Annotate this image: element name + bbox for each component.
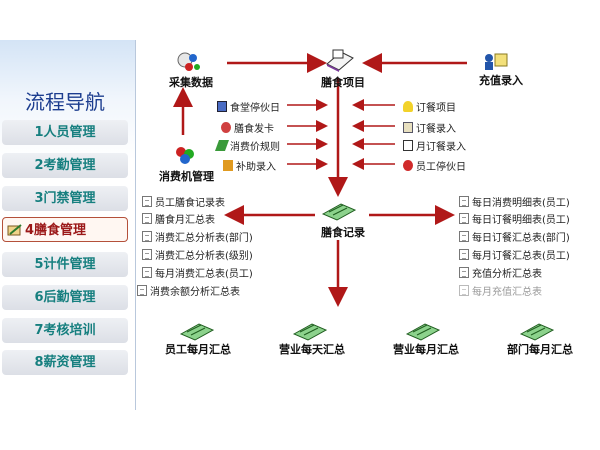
item-label: 补助录入 bbox=[236, 162, 276, 173]
navigation-sidebar: 流程导航 1人员管理 2考勤管理 3门禁管理 4膳食管理 5计件管理 6后勤管理… bbox=[0, 40, 136, 410]
report-label: 消费汇总分析表(级别) bbox=[155, 251, 253, 262]
calendar-icon bbox=[217, 101, 227, 112]
report-label: 每日消费明细表(员工) bbox=[472, 198, 570, 209]
nav-item-personnel[interactable]: 1人员管理 bbox=[2, 120, 128, 145]
bulb-icon bbox=[403, 101, 413, 112]
summary-business-monthly[interactable]: 营业每月汇总 bbox=[393, 343, 459, 356]
document-icon bbox=[142, 267, 152, 278]
item-canteen-closed-day[interactable]: 食堂停伙日 bbox=[217, 99, 280, 114]
collect-data-icon bbox=[177, 52, 200, 71]
report-label: 消费余额分析汇总表 bbox=[150, 287, 240, 298]
document-icon bbox=[459, 285, 469, 296]
puzzle-icon bbox=[223, 160, 233, 171]
summary-icon bbox=[179, 323, 215, 341]
report-consume-level[interactable]: 消费汇总分析表(级别) bbox=[142, 247, 253, 262]
node-consume-machine[interactable]: 消费机管理 bbox=[159, 170, 214, 183]
item-meal-card-issue[interactable]: 膳食发卡 bbox=[221, 120, 274, 135]
report-balance-analysis[interactable]: 消费余额分析汇总表 bbox=[137, 283, 240, 298]
report-daily-order-dept[interactable]: 每日订餐汇总表(部门) bbox=[459, 229, 570, 244]
document-icon bbox=[459, 231, 469, 242]
summary-dept-monthly[interactable]: 部门每月汇总 bbox=[507, 343, 573, 356]
report-label: 膳食月汇总表 bbox=[155, 215, 215, 226]
meal-record-icon bbox=[321, 203, 357, 221]
item-label: 食堂停伙日 bbox=[230, 103, 280, 114]
item-label: 膳食发卡 bbox=[234, 124, 274, 135]
summary-icon bbox=[405, 323, 441, 341]
report-label: 每月消费汇总表(员工) bbox=[155, 269, 253, 280]
report-meal-monthly[interactable]: 膳食月汇总表 bbox=[142, 211, 215, 226]
document-icon bbox=[142, 249, 152, 260]
nav-item-piecework[interactable]: 5计件管理 bbox=[2, 252, 128, 277]
nav-item-payroll[interactable]: 8薪资管理 bbox=[2, 350, 128, 375]
document-icon bbox=[459, 213, 469, 224]
report-label: 充值分析汇总表 bbox=[472, 269, 542, 280]
nav-item-attendance[interactable]: 2考勤管理 bbox=[2, 153, 128, 178]
report-label: 每日订餐明细表(员工) bbox=[472, 215, 570, 226]
item-label: 订餐录入 bbox=[416, 124, 456, 135]
report-monthly-consume-employee[interactable]: 每月消费汇总表(员工) bbox=[142, 265, 253, 280]
document-icon bbox=[459, 196, 469, 207]
item-label: 消费价规则 bbox=[230, 142, 280, 153]
nav-item-training[interactable]: 7考核培训 bbox=[2, 318, 128, 343]
node-recharge[interactable]: 充值录入 bbox=[479, 74, 523, 87]
report-label: 员工膳食记录表 bbox=[155, 198, 225, 209]
item-monthly-order-entry[interactable]: 月订餐录入 bbox=[403, 138, 466, 153]
report-employee-meal-record[interactable]: 员工膳食记录表 bbox=[142, 194, 225, 209]
recharge-icon bbox=[485, 53, 508, 70]
report-daily-consume-detail[interactable]: 每日消费明细表(员工) bbox=[459, 194, 570, 209]
item-order-entry[interactable]: 订餐录入 bbox=[403, 120, 456, 135]
summary-business-daily[interactable]: 营业每天汇总 bbox=[279, 343, 345, 356]
meal-project-icon bbox=[326, 49, 354, 72]
meal-card-icon bbox=[7, 224, 22, 236]
document-icon bbox=[142, 231, 152, 242]
document-icon bbox=[459, 267, 469, 278]
clipboard-icon bbox=[403, 140, 413, 151]
pencil-icon bbox=[214, 140, 230, 151]
consume-machine-icon bbox=[176, 147, 194, 164]
item-label: 订餐项目 bbox=[416, 103, 456, 114]
report-monthly-order-employee[interactable]: 每月订餐汇总表(员工) bbox=[459, 247, 570, 262]
flow-arrows bbox=[173, 53, 467, 307]
summary-icon bbox=[292, 323, 328, 341]
meal-flow-diagram: 采集数据 膳食项目 充值录入 消费机管理 食堂停伙日 膳食发卡 消费价规则 补助… bbox=[137, 40, 600, 410]
report-consume-dept[interactable]: 消费汇总分析表(部门) bbox=[142, 229, 253, 244]
item-label: 月订餐录入 bbox=[416, 142, 466, 153]
document-icon bbox=[459, 249, 469, 260]
report-label: 消费汇总分析表(部门) bbox=[155, 233, 253, 244]
nav-item-logistics[interactable]: 6后勤管理 bbox=[2, 285, 128, 310]
nav-item-meal-management[interactable]: 4膳食管理 bbox=[2, 217, 128, 242]
node-meal-project[interactable]: 膳食项目 bbox=[321, 76, 365, 89]
document-icon bbox=[137, 285, 147, 296]
nav-item-meal-label: 4膳食管理 bbox=[25, 223, 87, 238]
report-label: 每月充值汇总表 bbox=[472, 287, 542, 298]
node-collect-data[interactable]: 采集数据 bbox=[169, 76, 213, 89]
item-subsidy-entry[interactable]: 补助录入 bbox=[223, 158, 276, 173]
alarm-clock-icon bbox=[221, 122, 231, 133]
report-monthly-recharge: 每月充值汇总表 bbox=[459, 283, 542, 298]
report-recharge-analysis[interactable]: 充值分析汇总表 bbox=[459, 265, 542, 280]
document-icon bbox=[142, 196, 152, 207]
node-meal-record[interactable]: 膳食记录 bbox=[321, 226, 365, 239]
report-label: 每月订餐汇总表(员工) bbox=[472, 251, 570, 262]
item-price-rule[interactable]: 消费价规则 bbox=[214, 138, 280, 153]
item-order-project[interactable]: 订餐项目 bbox=[403, 99, 456, 114]
item-label: 员工停伙日 bbox=[416, 162, 466, 173]
item-employee-closed-day[interactable]: 员工停伙日 bbox=[403, 158, 466, 173]
summary-employee-monthly[interactable]: 员工每月汇总 bbox=[165, 343, 231, 356]
stop-icon bbox=[403, 160, 413, 171]
order-form-icon bbox=[403, 122, 413, 133]
document-icon bbox=[142, 213, 152, 224]
report-label: 每日订餐汇总表(部门) bbox=[472, 233, 570, 244]
sidebar-title: 流程导航 bbox=[25, 90, 105, 114]
nav-item-access-control[interactable]: 3门禁管理 bbox=[2, 186, 128, 211]
report-daily-order-detail[interactable]: 每日订餐明细表(员工) bbox=[459, 211, 570, 226]
summary-icon bbox=[519, 323, 555, 341]
